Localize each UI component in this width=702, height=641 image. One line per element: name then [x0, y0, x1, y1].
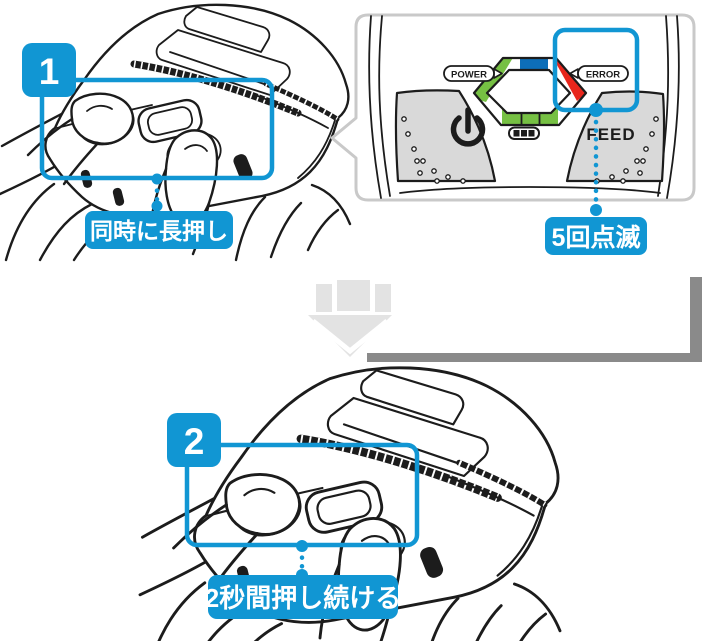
step1-badge-number: 1 [39, 51, 60, 92]
step2-callout-label-bg [208, 575, 398, 619]
step1-callout-label: 同時に長押し [90, 218, 228, 244]
power-indicator-tag: POWER [443, 65, 503, 82]
step1-connector-dot [151, 173, 163, 185]
panel-left-edge [378, 15, 391, 197]
step2-badge-number: 2 [184, 421, 205, 462]
step1-badge [22, 43, 76, 97]
step2-badge [167, 413, 221, 467]
battery-icon [508, 126, 540, 140]
status-led-blue [520, 58, 548, 72]
step1-scene: 1 同時に長押し [0, 5, 350, 260]
corner-bar-vertical [690, 277, 702, 362]
step2-connector-dot [296, 540, 308, 552]
panel-connector-dot [589, 103, 603, 117]
error-indicator-tag: ERROR [569, 65, 629, 82]
error-indicator-label: ERROR [586, 70, 620, 81]
feed-button-label: FEED [586, 125, 635, 144]
corner-bar-horizontal [367, 353, 702, 362]
step1-connector-dot [151, 200, 163, 212]
down-arrow-icon [308, 280, 392, 357]
panel-callout-label: 5回点滅 [552, 224, 641, 252]
panel-right-edge [666, 15, 680, 199]
error-led-red [552, 58, 586, 101]
panel-detail-view: FEED POWER [330, 13, 696, 255]
panel-left-edge [368, 15, 382, 199]
step2-callout-label: 2秒間押し続ける [205, 583, 401, 613]
panel-callout-label-bg [545, 217, 647, 255]
step1-callout-label-bg [85, 211, 233, 249]
power-icon [450, 107, 486, 147]
power-indicator-label: POWER [451, 70, 487, 81]
power-button-grip-dots [401, 116, 466, 184]
panel-connector-dot [590, 204, 602, 216]
step2-scene: 2 2秒間押し続ける [140, 368, 560, 641]
panel-bottom-curve [399, 186, 661, 194]
